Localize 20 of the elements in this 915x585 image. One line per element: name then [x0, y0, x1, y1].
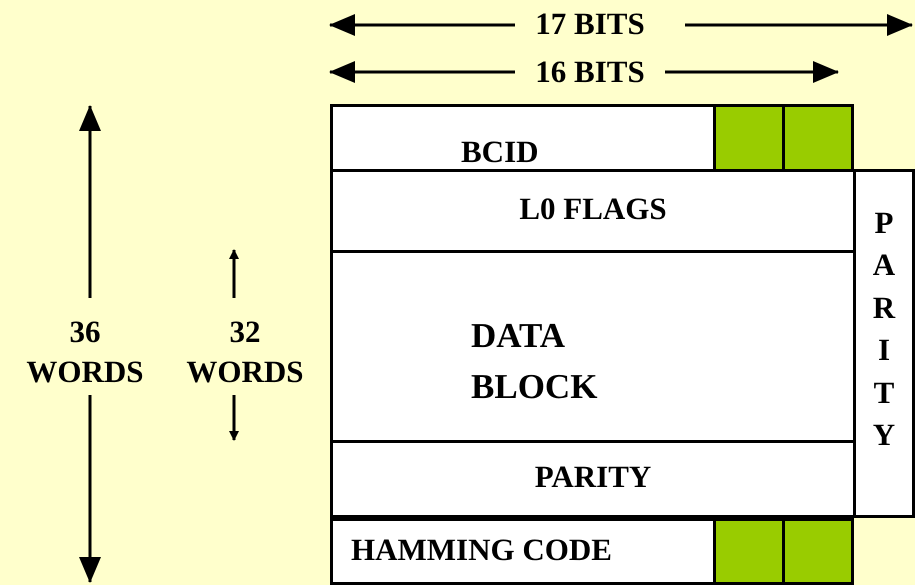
field-box [853, 169, 915, 518]
bit-cell [782, 104, 854, 172]
field-label: L0 FLAGS [518, 192, 668, 226]
bit-cell [713, 104, 785, 172]
bit-cell [713, 518, 785, 585]
dimension-label: 36 WORDS [25, 313, 145, 392]
bit-cell [782, 518, 854, 585]
field-label: HAMMING CODE [351, 533, 612, 568]
dimension-label: 16 BITS [534, 53, 646, 91]
field-box [330, 518, 716, 585]
dimension-label: 32 WORDS [185, 313, 305, 392]
field-box [330, 169, 856, 253]
dimension-label: 17 BITS [534, 5, 646, 43]
field-label: DATA BLOCK [471, 315, 598, 408]
field-box [330, 250, 856, 443]
field-label: PARITY [534, 460, 652, 494]
field-box [330, 104, 716, 172]
field-box [330, 440, 856, 518]
field-label: PARITY [872, 204, 896, 454]
field-label: BCID [461, 135, 539, 170]
